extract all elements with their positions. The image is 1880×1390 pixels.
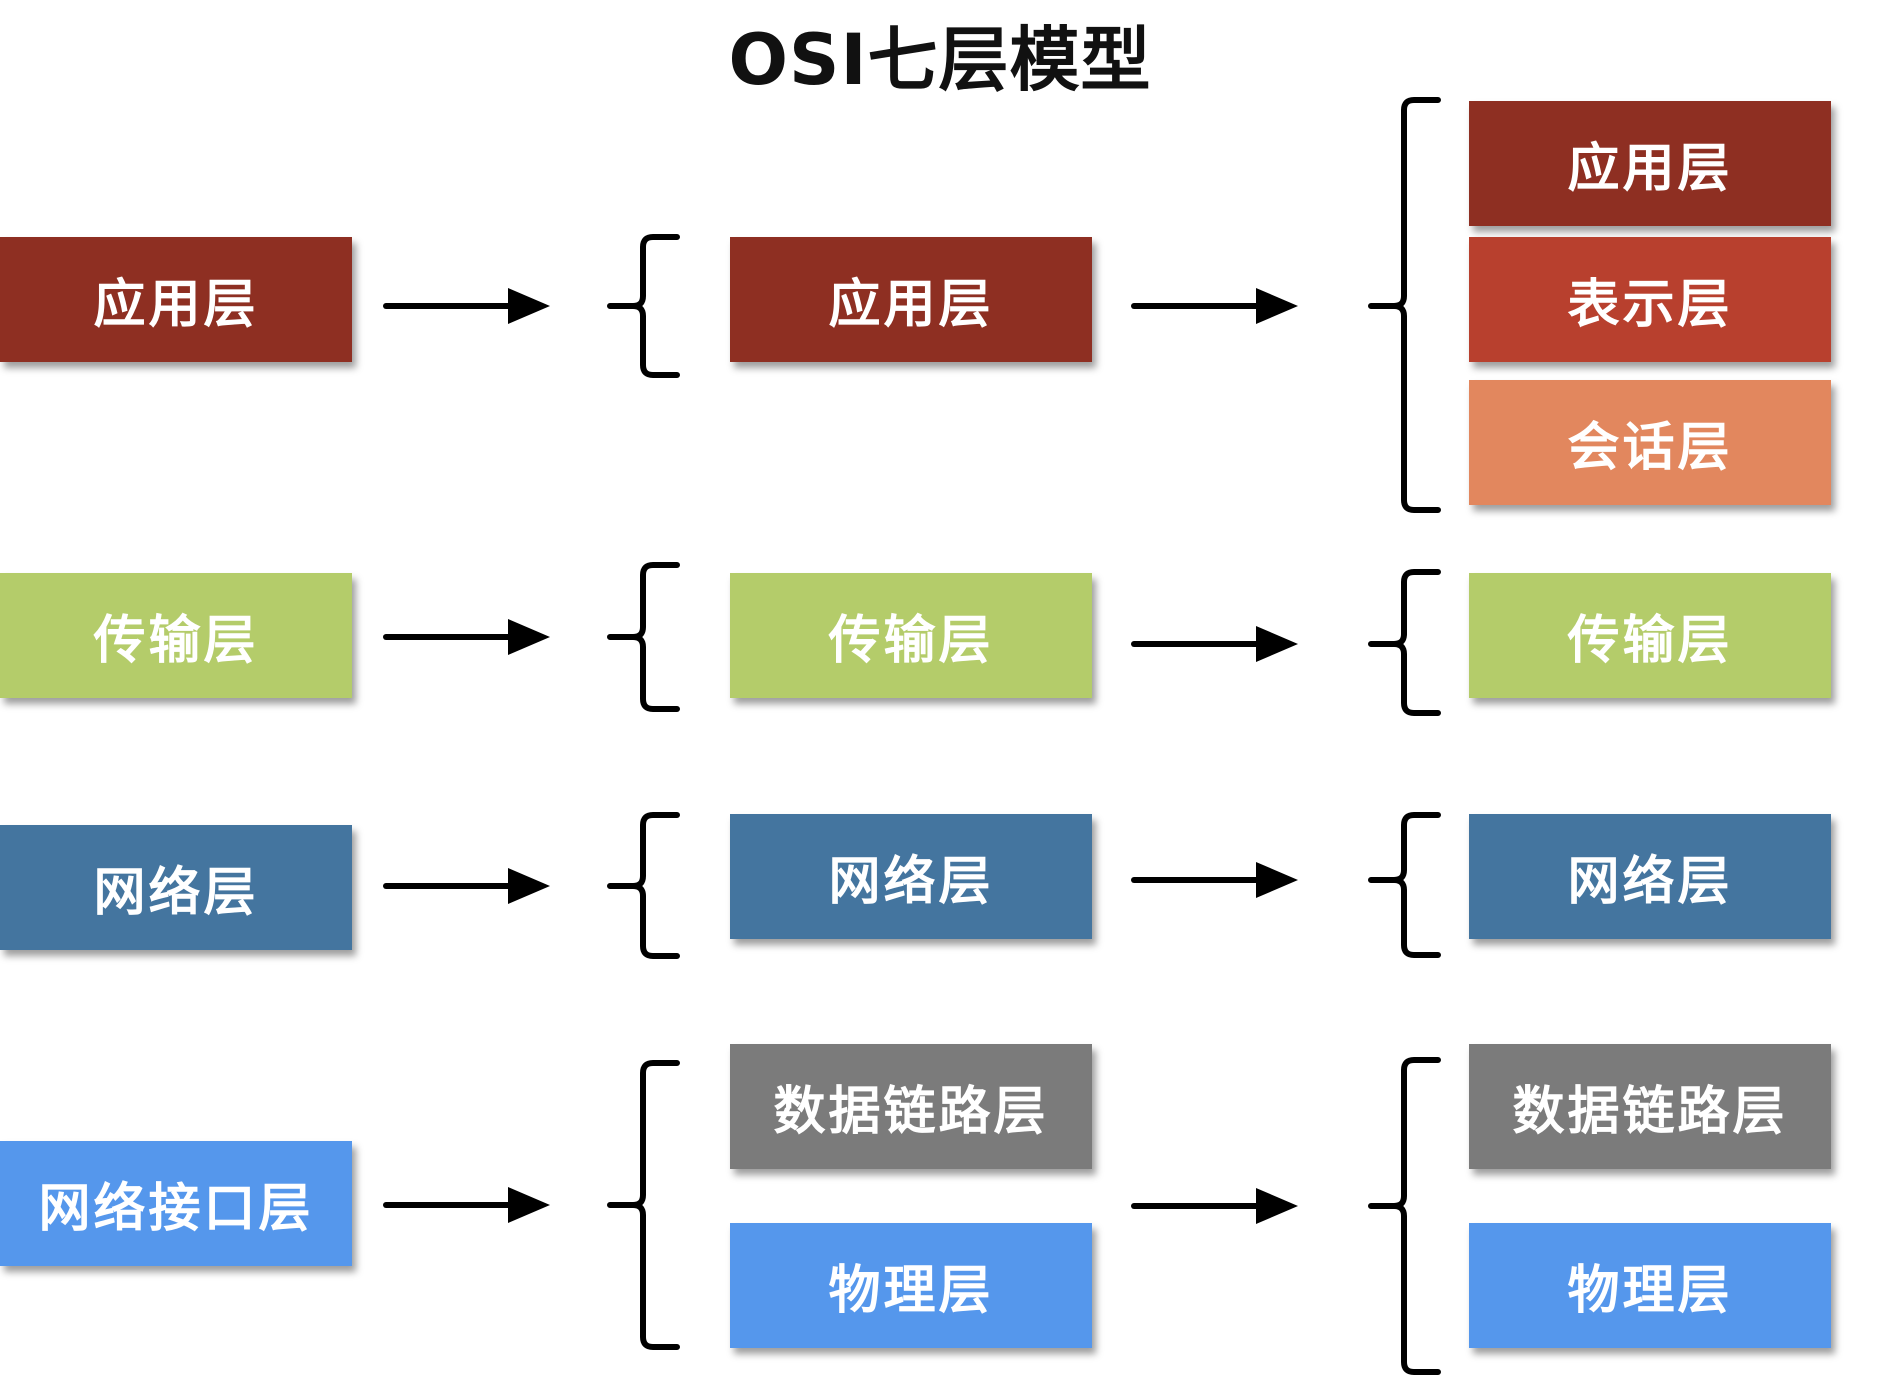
brace-icon (1368, 812, 1441, 958)
brace-icon (1368, 97, 1441, 513)
col2-network-box: 网络层 (730, 814, 1092, 939)
col1-transport-box: 传输层 (0, 573, 352, 698)
col3-physical-box: 物理层 (1469, 1223, 1831, 1348)
brace-icon (607, 812, 680, 959)
arrow-icon (1131, 288, 1298, 324)
brace-icon (1368, 1057, 1441, 1375)
arrow-icon (1131, 862, 1298, 898)
col3-session-box: 会话层 (1469, 380, 1831, 505)
col1-network-box: 网络层 (0, 825, 352, 950)
col3-data-link-box: 数据链路层 (1469, 1044, 1831, 1169)
arrow-icon (1131, 626, 1298, 662)
brace-icon (607, 1060, 680, 1350)
col1-application-box: 应用层 (0, 237, 352, 362)
arrow-icon (383, 868, 550, 904)
brace-icon (1368, 569, 1441, 716)
col2-data-link-box: 数据链路层 (730, 1044, 1092, 1169)
col1-network-interface-box: 网络接口层 (0, 1141, 352, 1266)
col3-network-box: 网络层 (1469, 814, 1831, 939)
brace-icon (607, 234, 680, 378)
diagram-title: OSI七层模型 (728, 19, 1152, 101)
col2-physical-box: 物理层 (730, 1223, 1092, 1348)
brace-icon (607, 562, 680, 712)
arrow-icon (1131, 1188, 1298, 1224)
col3-application-box: 应用层 (1469, 101, 1831, 226)
col3-transport-box: 传输层 (1469, 573, 1831, 698)
col3-presentation-box: 表示层 (1469, 237, 1831, 362)
arrow-icon (383, 288, 550, 324)
col2-transport-box: 传输层 (730, 573, 1092, 698)
col2-application-box: 应用层 (730, 237, 1092, 362)
arrow-icon (383, 1187, 550, 1223)
arrow-icon (383, 619, 550, 655)
